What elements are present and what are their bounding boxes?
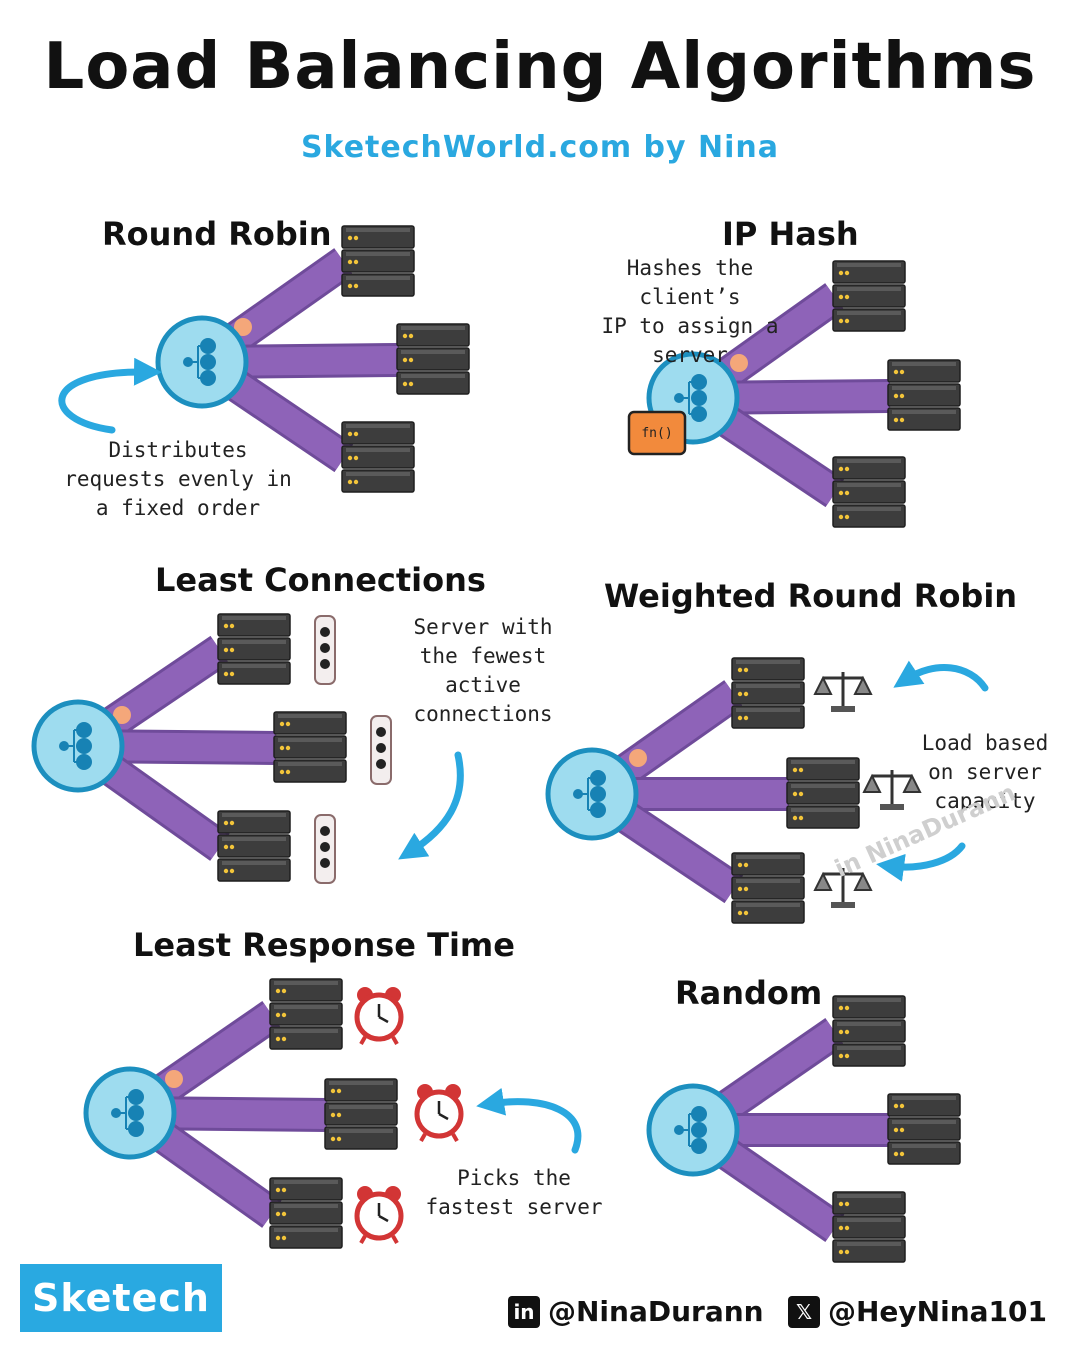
weighted-arrow-top [893,660,989,692]
random-server [887,1093,961,1165]
least-connections-arrow [398,751,464,860]
random-server [832,995,906,1067]
connection-count-icon [314,615,336,685]
round-robin-note: Distributes requests evenly in a fixed o… [64,438,292,520]
weighted-load-balancer-icon [545,747,639,841]
page-title: Load Balancing Algorithms [43,30,1037,104]
round-robin-load-balancer-icon [155,315,249,409]
alarm-clock-icon [354,1186,404,1244]
weighted-round-robin-title: Weighted Round Robin [604,577,1018,615]
balance-scale-icon [813,868,873,908]
weighted-arrow-bottom [876,842,966,882]
least-connections-server [217,613,291,685]
least-connections-server [217,810,291,882]
least-response-server [269,1177,343,1249]
hash-function-label: fn() [641,425,673,441]
ip-hash-server [832,456,906,528]
hash-function-badge [627,410,687,456]
x-handle-text: @HeyNina101 [828,1295,1047,1328]
weighted-server [731,852,805,924]
alarm-clock-icon [414,1084,464,1142]
random-server [832,1191,906,1263]
page-subtitle: SketechWorld.com by Nina [300,130,780,165]
linkedin-handle[interactable]: in @NinaDurann [508,1295,764,1328]
ip-hash-request-dot [730,354,748,372]
balance-scale-icon [813,672,873,712]
linkedin-icon: in [508,1295,540,1328]
least-response-server [324,1078,398,1150]
least-connections-server [273,711,347,783]
round-robin-server [341,225,415,297]
random-load-balancer-icon [646,1083,740,1177]
alarm-clock-icon [354,987,404,1045]
least-response-time-note: Picks the fastest server [425,1166,603,1219]
ip-hash-server [887,359,961,431]
weighted-request-dot [629,749,647,767]
round-robin-request-dot [234,318,252,336]
least-response-load-balancer-icon [83,1066,177,1160]
round-robin-title: Round Robin [102,215,332,253]
x-handle[interactable]: 𝕏 @HeyNina101 [788,1295,1047,1328]
round-robin-server [341,421,415,493]
ip-hash-note: Hashes the client’s IP to assign a serve… [601,256,779,367]
round-robin-arrow [58,357,162,434]
x-icon: 𝕏 [788,1295,820,1328]
brand-badge: Sketech [20,1264,222,1332]
least-response-arrow [476,1087,582,1154]
connection-count-icon [370,715,392,785]
least-connections-request-dot [113,706,131,724]
ip-hash-title: IP Hash [722,215,859,253]
ip-hash-server [832,260,906,332]
weighted-round-robin-note: Load based on server capacity [921,731,1049,813]
least-response-server [269,978,343,1050]
linkedin-handle-text: @NinaDurann [548,1295,764,1328]
least-connections-note: Server with the fewest active connection… [413,615,553,726]
balance-scale-icon [862,770,922,810]
least-response-time-title: Least Response Time [133,926,515,964]
weighted-server [786,757,860,829]
round-robin-server [396,323,470,395]
random-title: Random [675,974,823,1012]
least-connections-load-balancer-icon [31,699,125,793]
connection-count-icon [314,814,336,884]
least-response-request-dot [165,1070,183,1088]
weighted-server [731,657,805,729]
least-connections-title: Least Connections [155,561,486,599]
